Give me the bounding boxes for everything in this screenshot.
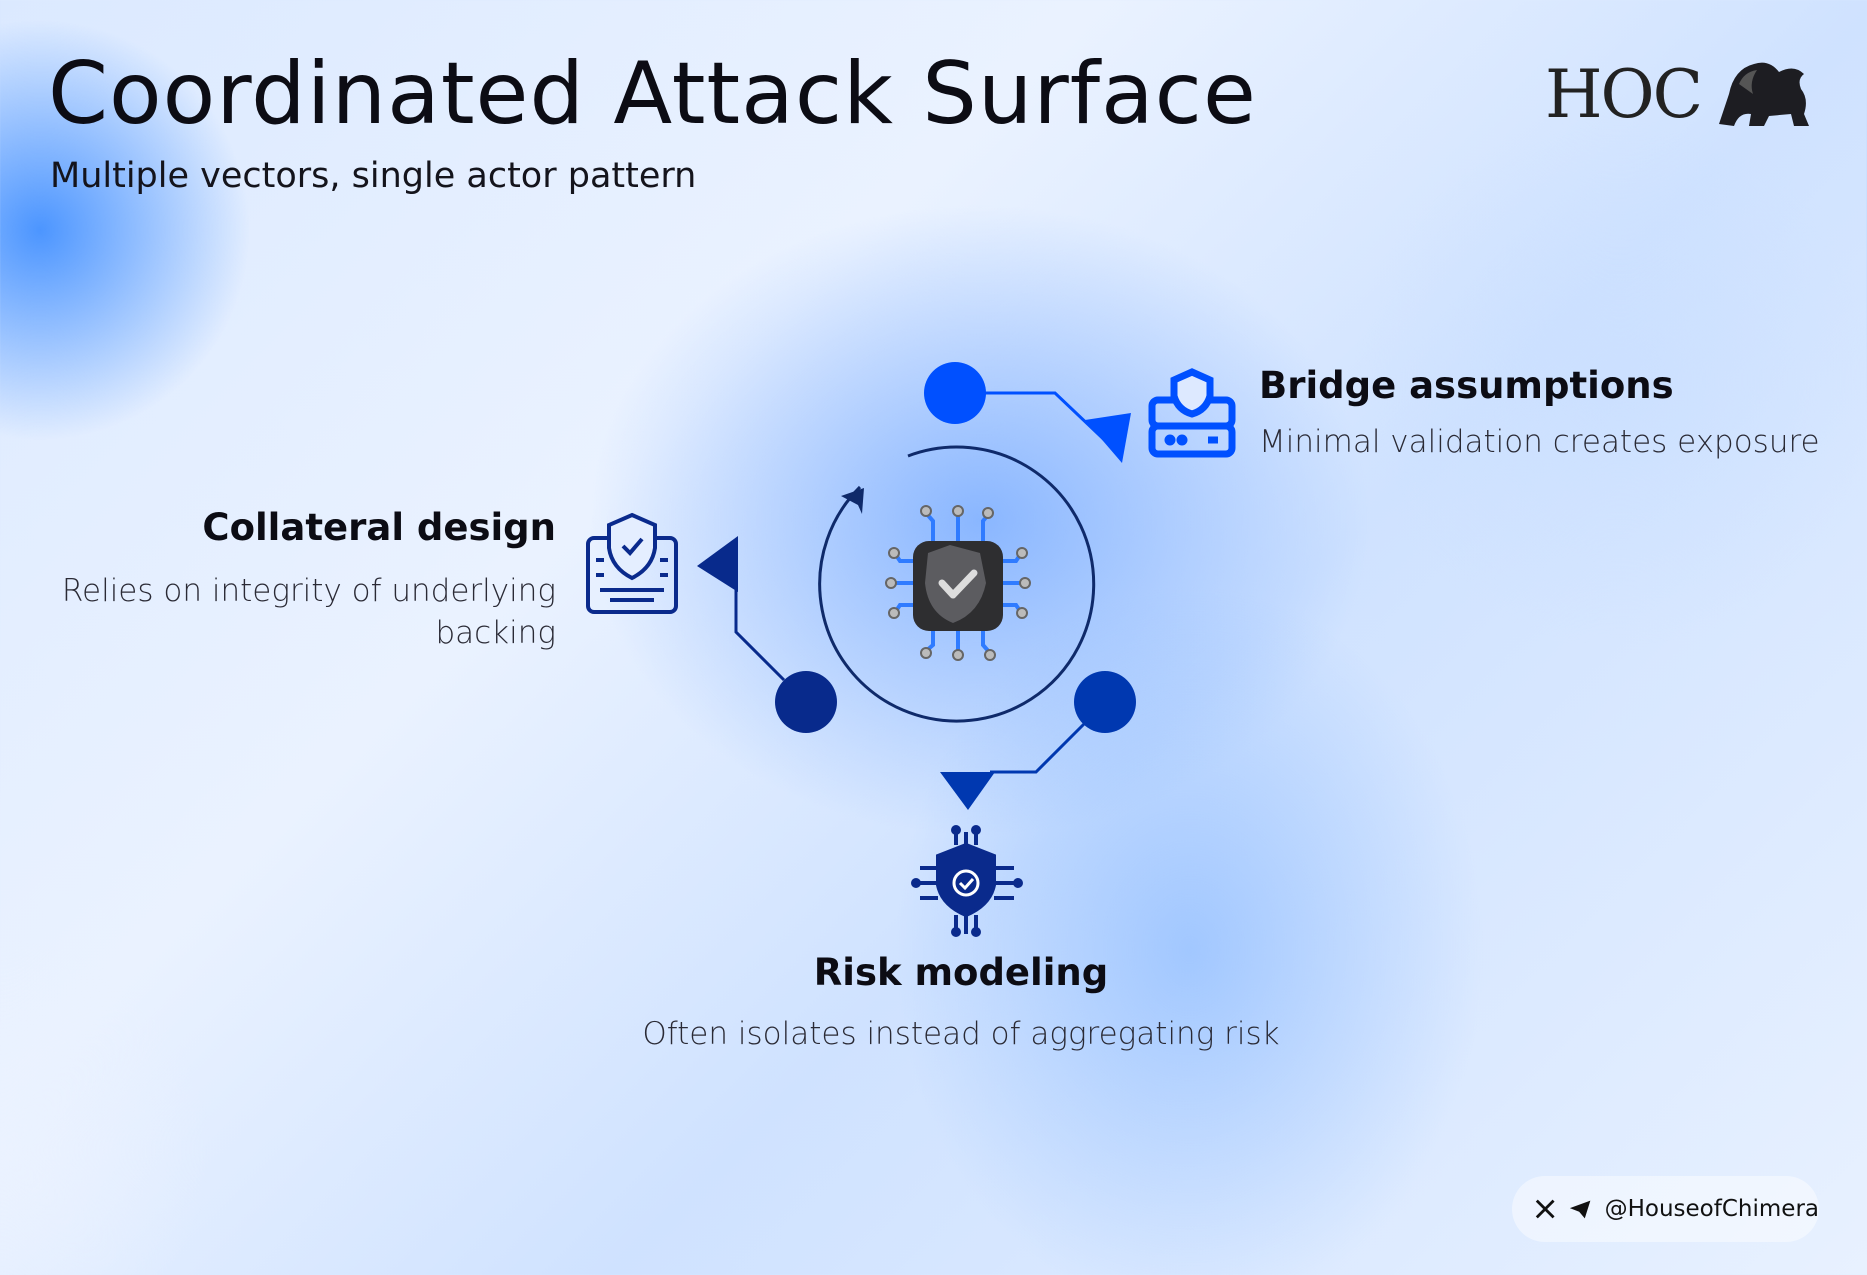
node-dot-risk (1074, 671, 1136, 733)
arrowhead-collateral (697, 536, 738, 592)
connector-bridge (924, 362, 1131, 463)
x-icon[interactable] (1534, 1197, 1556, 1221)
logo: HOC (1545, 52, 1825, 136)
logo-text: HOC (1545, 55, 1703, 133)
shield-chip-icon (885, 505, 1031, 661)
node-dot-collateral (775, 671, 837, 733)
social-footer: @HouseofChimera (1512, 1176, 1819, 1242)
node-title-risk: Risk modeling (813, 951, 1109, 994)
shield-keyboard-icon (586, 512, 678, 614)
arrowhead-bridge (1085, 413, 1131, 463)
connector-collateral (697, 536, 837, 733)
node-title-bridge: Bridge assumptions (1259, 364, 1674, 407)
node-title-collateral: Collateral design (202, 506, 556, 549)
node-desc-collateral-line1: Relies on integrity of underlying (61, 573, 556, 609)
cycle-arrow-icon (841, 488, 864, 514)
page-title: Coordinated Attack Surface (48, 44, 1257, 144)
node-desc-collateral-line2: backing (435, 615, 556, 651)
connector-risk (940, 671, 1136, 810)
social-handle[interactable]: @HouseofChimera (1604, 1196, 1819, 1222)
circuit-shield-icon (911, 825, 1023, 937)
server-shield-icon (1148, 368, 1236, 458)
lion-icon (1719, 62, 1810, 126)
telegram-icon[interactable] (1568, 1197, 1592, 1221)
node-desc-bridge: Minimal validation creates exposure (1259, 424, 1820, 460)
cycle-ring (818, 445, 1096, 723)
page-subtitle: Multiple vectors, single actor pattern (50, 156, 697, 196)
arrowhead-risk (940, 772, 995, 810)
node-desc-risk: Often isolates instead of aggregating ri… (642, 1016, 1280, 1052)
node-dot-bridge (924, 362, 986, 424)
